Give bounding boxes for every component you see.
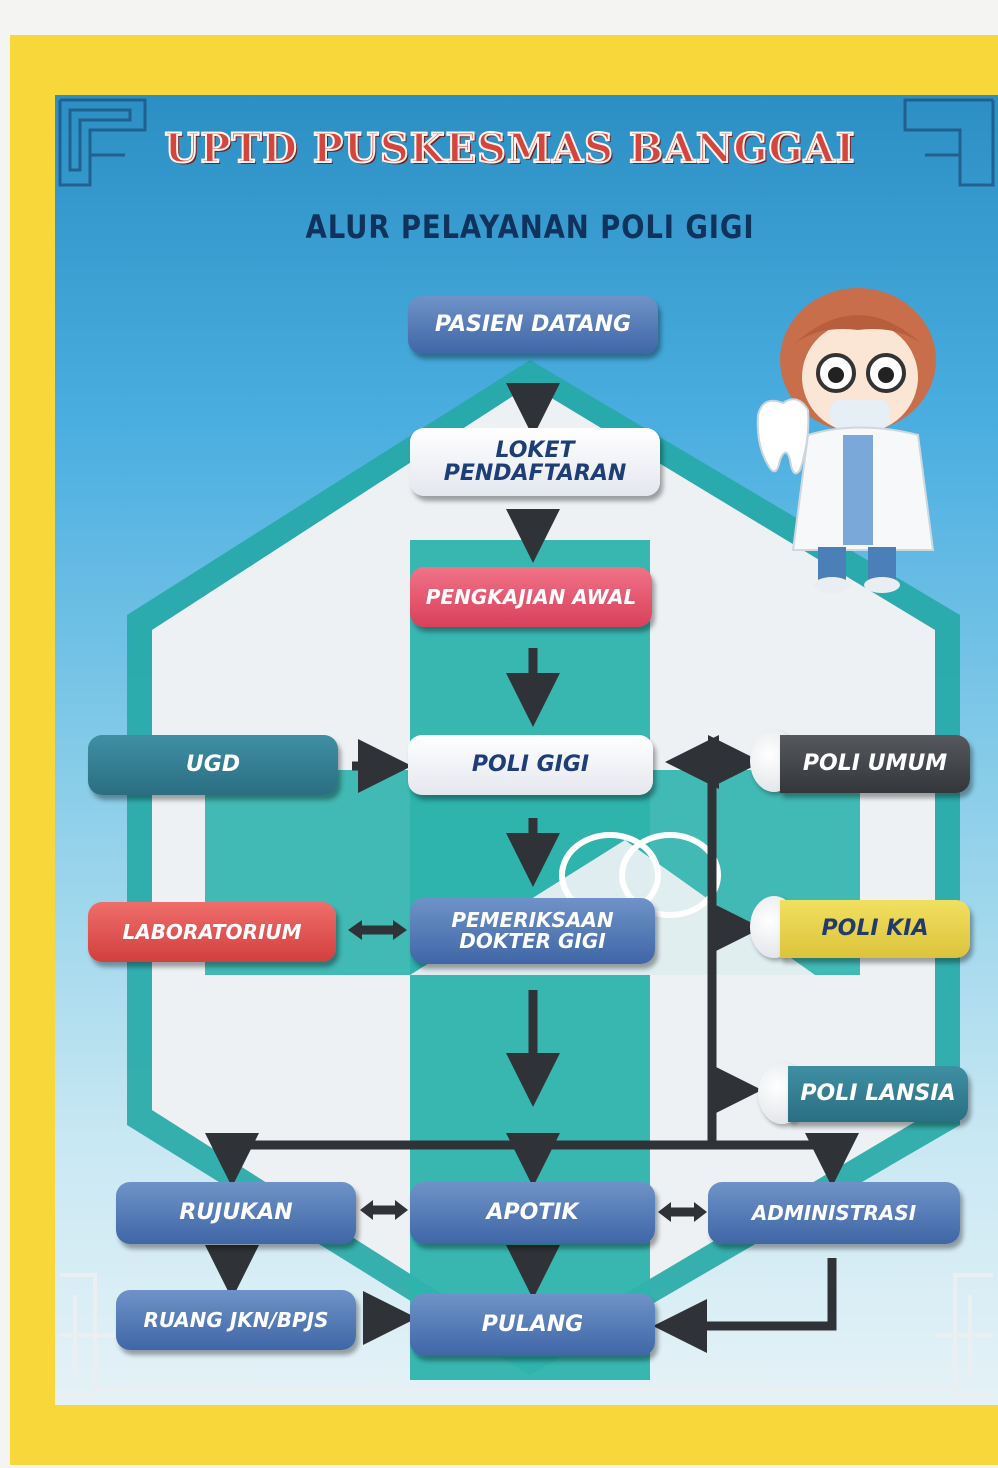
admin-return-line xyxy=(688,1258,837,1331)
node-rujukan: RUJUKAN xyxy=(116,1182,356,1244)
bottom-ornament xyxy=(60,1273,993,1397)
node-pengkajian-awal: PENGKAJIAN AWAL xyxy=(410,567,652,627)
poster-subtitle: ALUR PELAYANAN POLI GIGI xyxy=(305,208,755,246)
corner-pattern-top-right xyxy=(903,98,995,187)
node-ruang-jkn-bpjs: RUANG JKN/BPJS xyxy=(116,1290,356,1350)
loket-line2: PENDAFTARAN xyxy=(443,461,627,486)
lab-arrow-right xyxy=(393,920,407,940)
admin-arrow-left xyxy=(694,1202,707,1222)
node-apotik: APOTIK xyxy=(410,1182,655,1244)
node-pasien-datang: PASIEN DATANG xyxy=(408,296,658,354)
rujukan-arrow-left xyxy=(360,1200,373,1220)
loket-line1: LOKET xyxy=(495,437,575,463)
logo-ring-right xyxy=(619,832,721,918)
node-ugd: UGD xyxy=(88,735,338,795)
pemeriksaan-line2: DOKTER GIGI xyxy=(459,929,606,953)
node-pulang: PULANG xyxy=(410,1294,655,1356)
node-poli-kia: POLI KIA xyxy=(780,900,970,958)
node-poli-lansia: POLI LANSIA xyxy=(788,1066,968,1122)
apotik-arrow-right xyxy=(658,1202,671,1222)
node-loket-pendaftaran: LOKET PENDAFTARAN xyxy=(410,428,660,496)
node-poli-umum: POLI UMUM xyxy=(780,735,970,793)
poster-title: UPTD PUSKESMAS BANGGAI xyxy=(164,124,856,173)
node-pemeriksaan-dokter-gigi: PEMERIKSAAN DOKTER GIGI xyxy=(410,898,655,964)
corner-pattern-top-left xyxy=(58,98,147,187)
pemeriksaan-line1: PEMERIKSAAN xyxy=(451,908,614,932)
apotik-arrow-left xyxy=(395,1200,408,1220)
node-poli-gigi: POLI GIGI xyxy=(408,735,653,795)
lab-arrow-left xyxy=(348,920,362,940)
node-administrasi: ADMINISTRASI xyxy=(708,1182,960,1244)
node-laboratorium: LABORATORIUM xyxy=(88,902,336,962)
dentist-with-tooth-icon xyxy=(756,288,936,593)
